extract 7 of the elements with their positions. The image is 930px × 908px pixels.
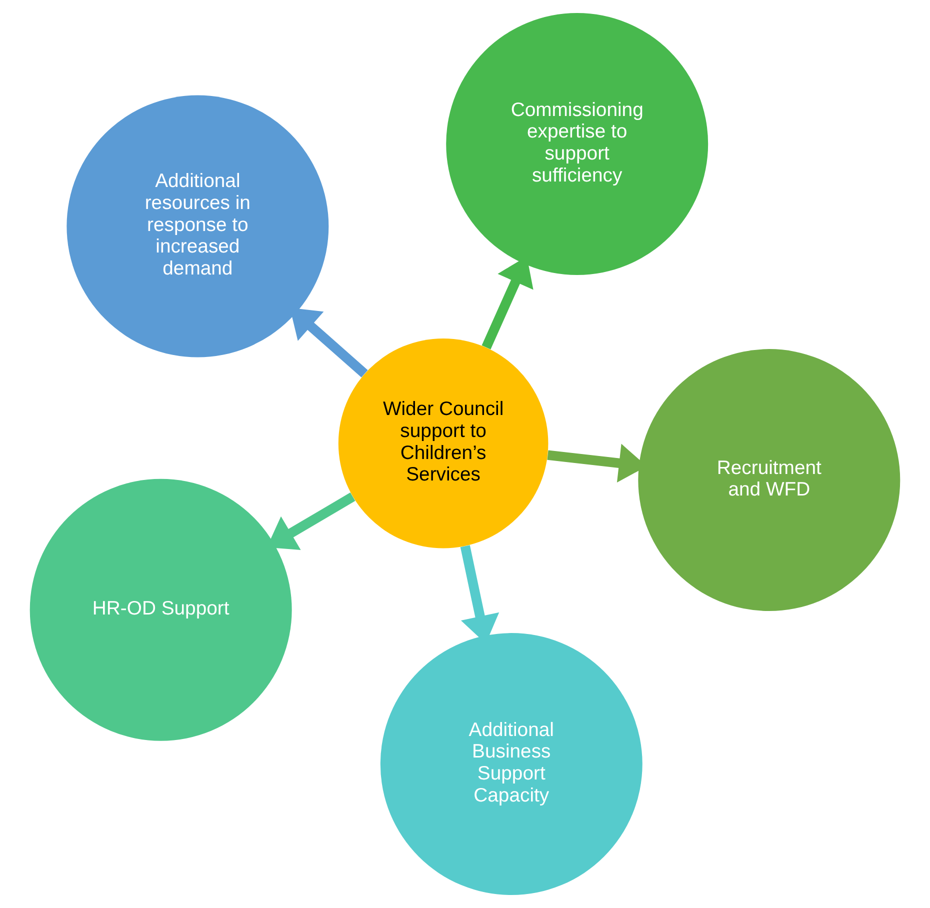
node-circle: Recruitment and WFD — [638, 349, 900, 612]
node-circle: Additional Business Support Capacity — [380, 633, 642, 896]
node-circle: Commissioning expertise to support sufficiency — [446, 12, 708, 275]
node-circle: HR-OD Support — [30, 478, 292, 741]
node-circle: Additional resources in response to increased demand — [66, 95, 329, 358]
arrow — [290, 308, 368, 378]
node-circle: Wider Council support to Children’s Services — [338, 338, 548, 548]
